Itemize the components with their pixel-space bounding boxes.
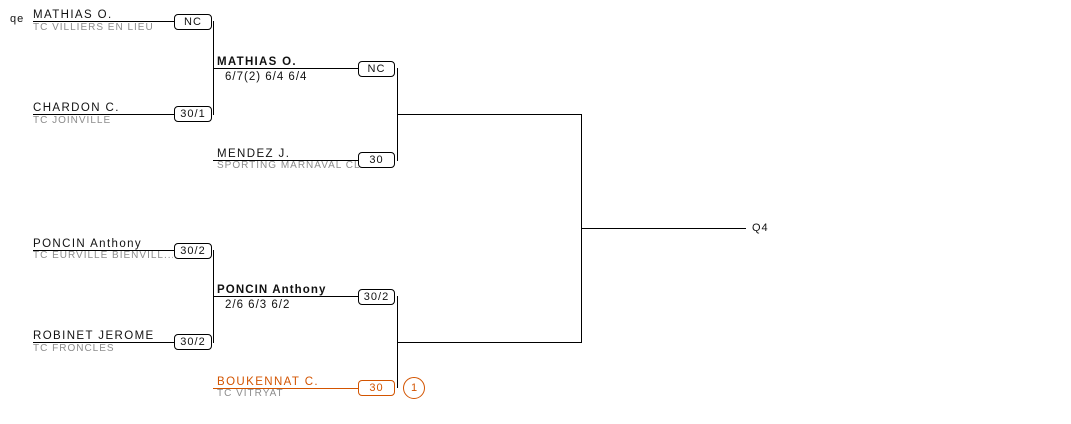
player-line [33, 342, 174, 343]
player-name: PONCIN Anthony [217, 284, 327, 296]
player-rank: 30 [358, 380, 395, 396]
player-line [213, 68, 358, 69]
player-name: PONCIN Anthony [33, 238, 143, 250]
player-rank: 30/2 [358, 289, 395, 305]
player-club: TC VILLIERS EN LIEU [33, 23, 154, 33]
semifinal-line-top [397, 114, 581, 115]
player-club: TC VITRYAT [217, 389, 284, 399]
player-rank: 30/2 [174, 334, 212, 350]
final-line [581, 228, 746, 229]
player-line [33, 250, 174, 251]
player-name: CHARDON C. [33, 102, 120, 114]
player-rank: 30/2 [174, 243, 212, 259]
player-rank: NC [174, 14, 212, 30]
player-club: SPORTING MARNAVAL CL... [217, 161, 372, 171]
match-score: 6/7(2) 6/4 6/4 [225, 71, 308, 83]
player-name: MATHIAS O. [33, 9, 113, 21]
player-line [33, 21, 174, 22]
player-name: MATHIAS O. [217, 56, 297, 68]
player-name: BOUKENNAT C. [217, 376, 319, 388]
player-rank: NC [358, 61, 395, 77]
player-line [213, 296, 358, 297]
player-name: ROBINET JEROME [33, 330, 155, 342]
player-club: TC EURVILLE BIENVILL... [33, 251, 173, 261]
player-line [213, 388, 358, 389]
player-line [33, 114, 174, 115]
semifinal-line-bottom [397, 342, 581, 343]
player-line [213, 160, 358, 161]
player-club: TC FRONCLES [33, 344, 115, 354]
seed-badge: 1 [403, 377, 425, 399]
final-qualifier-label: Q4 [752, 222, 769, 234]
seed-label: qe [10, 13, 25, 25]
player-name: MENDEZ J. [217, 148, 291, 160]
player-club: TC JOINVILLE [33, 116, 112, 126]
match-score: 2/6 6/3 6/2 [225, 299, 291, 311]
player-rank: 30/1 [174, 106, 212, 122]
player-rank: 30 [358, 152, 395, 168]
